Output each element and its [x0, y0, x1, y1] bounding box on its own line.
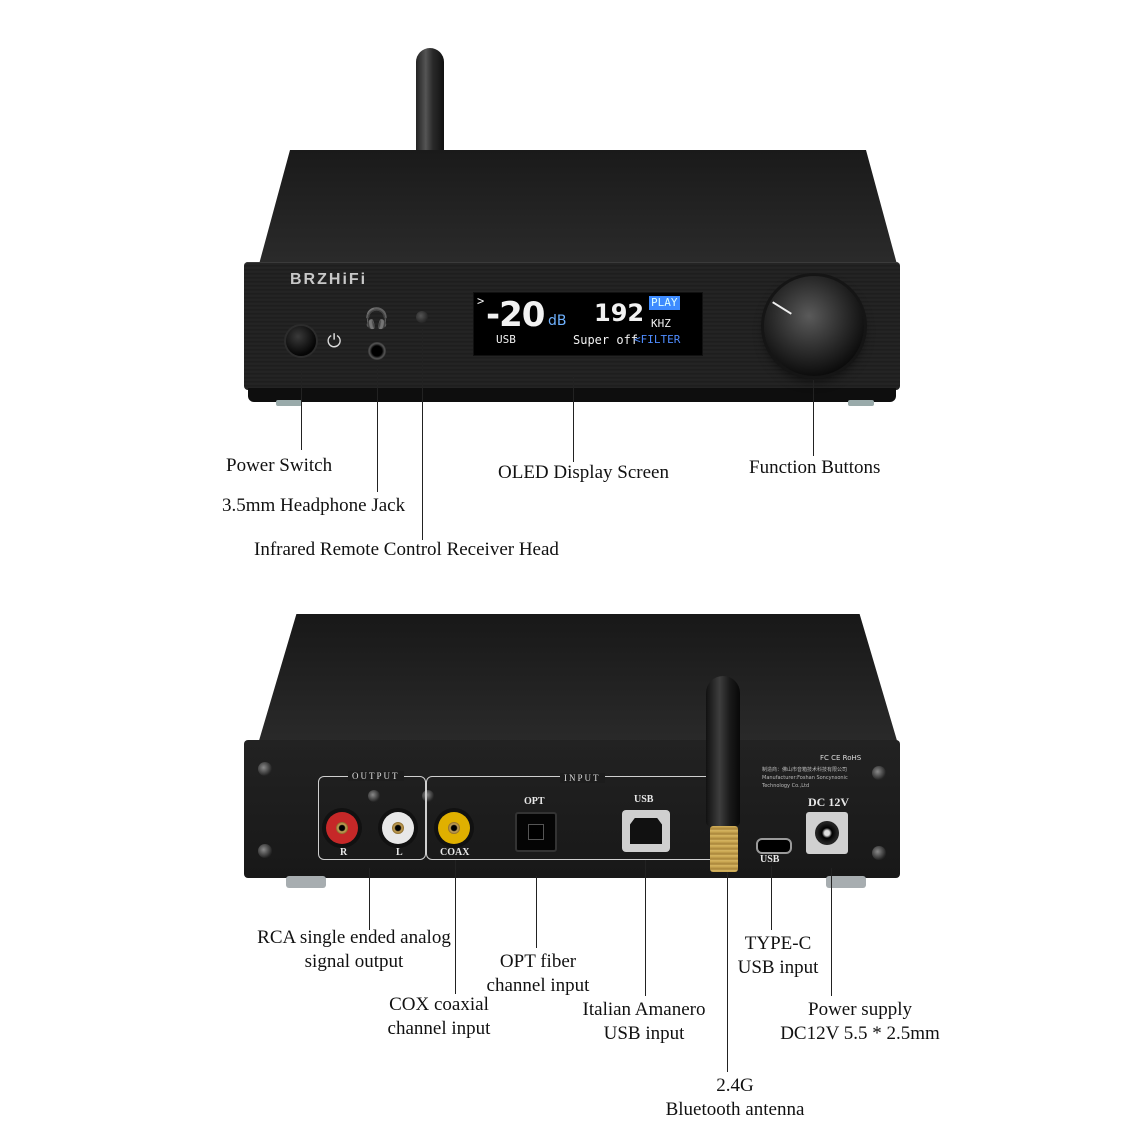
rear-chassis-top — [258, 614, 898, 744]
oled-display: > -20 dB 192 PLAY KHZ USB Super off <FIL… — [473, 292, 703, 356]
front-foot-left — [276, 400, 302, 406]
rca-left-port[interactable] — [382, 812, 414, 844]
oled-volume: -20 — [486, 295, 545, 335]
usb-b-port[interactable] — [622, 810, 670, 852]
manufacturer-line-en: Manufacturer:Foshan Soncynsonic Technolo… — [762, 775, 848, 789]
oled-filter-value: Super off — [573, 333, 639, 347]
rca-left-label: L — [396, 847, 403, 858]
front-chassis-top — [258, 150, 898, 268]
callout-line-ir — [422, 328, 423, 540]
screw — [258, 762, 272, 776]
oled-arrow: > — [477, 294, 485, 308]
input-panel — [426, 776, 728, 860]
front-antenna — [416, 48, 444, 166]
label-opt-line2: channel input — [486, 975, 590, 996]
input-title: INPUT — [560, 773, 605, 783]
screw — [872, 766, 886, 780]
rear-foot-left — [286, 876, 326, 888]
front-chassis-base — [248, 388, 896, 402]
label-power-supply: Power supply DC12V 5.5 * 2.5mm — [776, 998, 944, 1046]
usb-c-port[interactable] — [756, 838, 792, 854]
headphone-icon: 🎧 — [364, 306, 389, 330]
certification-marks: FC CE RoHS — [820, 754, 862, 762]
label-power-switch: Power Switch — [226, 455, 333, 476]
label-usb-input: Italian Amanero USB input — [578, 998, 710, 1046]
label-typec-line2: USB input — [737, 957, 819, 978]
oled-rate-unit: KHZ — [651, 317, 671, 330]
label-bt-line1: 2.4G — [716, 1075, 754, 1096]
label-rca-line1: RCA single ended analog — [257, 927, 451, 948]
label-typec-line1: TYPE-C — [744, 933, 812, 954]
callout-line-power-supply — [831, 868, 832, 996]
callout-line-coax — [455, 860, 456, 994]
label-ir-receiver: Infrared Remote Control Receiver Head — [254, 539, 559, 560]
rca-right-label: R — [340, 847, 348, 858]
brand-logo: BRZHiFi — [290, 271, 368, 288]
bluetooth-antenna — [706, 676, 740, 826]
label-power-line2: DC12V 5.5 * 2.5mm — [780, 1023, 940, 1044]
rca-right-port[interactable] — [326, 812, 358, 844]
callout-line-power — [301, 370, 302, 450]
label-cox-input: COX coaxial channel input — [382, 993, 496, 1041]
optical-port[interactable] — [515, 812, 557, 852]
callout-line-antenna — [727, 872, 728, 1072]
callout-line-rca — [369, 868, 370, 930]
label-opt-line1: OPT fiber — [499, 951, 577, 972]
headphone-jack[interactable] — [368, 342, 386, 360]
manufacturer-line-cn: 制造商：佛山市音箱技术科技有限公司 — [762, 767, 848, 773]
screw — [368, 790, 380, 802]
label-headphone-jack: 3.5mm Headphone Jack — [222, 495, 406, 516]
label-usb-line1: Italian Amanero — [582, 999, 706, 1020]
ir-receiver — [416, 311, 428, 323]
power-icon: ⏻ — [327, 331, 342, 352]
opt-label: OPT — [524, 796, 545, 807]
antenna-connector — [710, 826, 738, 872]
oled-sample-rate: 192 — [594, 299, 645, 327]
rear-panel — [244, 740, 900, 878]
oled-status: PLAY — [649, 296, 680, 310]
label-power-line1: Power supply — [808, 999, 912, 1020]
usb-b-label: USB — [634, 794, 654, 805]
dc-power-jack[interactable] — [806, 812, 848, 854]
label-opt-input: OPT fiber channel input — [482, 950, 594, 998]
label-usb-line2: USB input — [603, 1023, 685, 1044]
label-bt-line2: Bluetooth antenna — [665, 1099, 805, 1120]
front-foot-right — [848, 400, 874, 406]
volume-knob[interactable] — [764, 276, 864, 376]
screw — [872, 846, 886, 860]
label-rca-output: RCA single ended analog signal output — [254, 926, 454, 974]
screw — [258, 844, 272, 858]
oled-volume-unit: dB — [548, 313, 567, 329]
label-oled-screen: OLED Display Screen — [498, 462, 669, 483]
output-title: OUTPUT — [348, 771, 404, 781]
coax-label: COAX — [440, 847, 470, 858]
callout-line-typec — [771, 866, 772, 930]
power-button[interactable] — [286, 326, 316, 356]
dc-label: DC 12V — [808, 795, 849, 809]
oled-input: USB — [496, 333, 516, 346]
label-rca-line2: signal output — [304, 951, 404, 972]
callout-line-function — [813, 380, 814, 456]
callout-line-opt — [536, 876, 537, 948]
callout-line-headphone — [377, 366, 378, 492]
label-bluetooth-antenna: 2.4G Bluetooth antenna — [664, 1074, 806, 1122]
coax-port[interactable] — [438, 812, 470, 844]
callout-line-oled — [573, 376, 574, 462]
label-typec-input: TYPE-C USB input — [730, 932, 826, 980]
label-function-buttons: Function Buttons — [749, 457, 881, 478]
rear-foot-right — [826, 876, 866, 888]
label-cox-line2: channel input — [387, 1018, 491, 1039]
callout-line-usb — [645, 860, 646, 996]
manufacturer-info: 制造商：佛山市音箱技术科技有限公司 Manufacturer:Foshan So… — [762, 766, 870, 790]
oled-filter-label: <FILTER — [634, 333, 681, 346]
label-cox-line1: COX coaxial — [389, 994, 489, 1015]
usb-c-label: USB — [760, 854, 780, 865]
